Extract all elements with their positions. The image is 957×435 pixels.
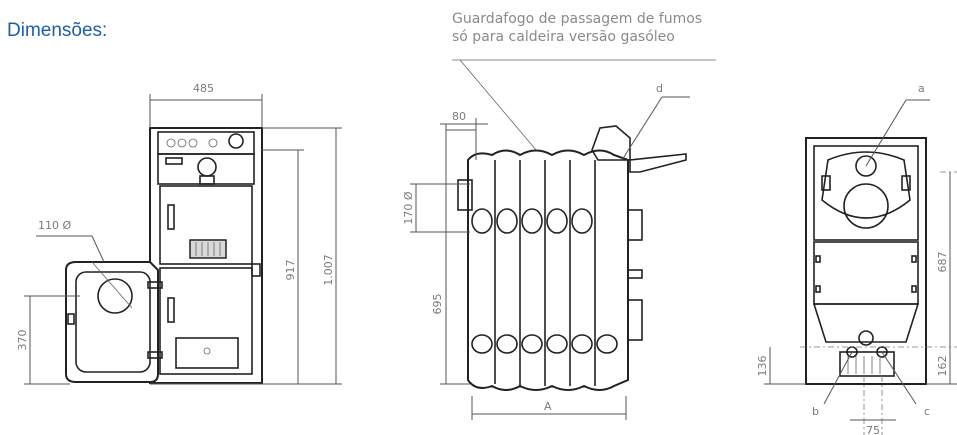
note-line-1: Guardafogo de passagem de fumos xyxy=(452,11,703,27)
note-line-2: só para caldeira versão gasóleo xyxy=(452,29,675,45)
height-687-label: 687 xyxy=(936,252,949,273)
page-title: Dimensões: xyxy=(7,20,108,41)
width-485-label: 485 xyxy=(193,82,214,95)
height-1007-label: 1.007 xyxy=(322,254,335,286)
spacing-75-label: 75 xyxy=(866,424,880,435)
connection-b-label: b xyxy=(812,405,819,418)
offset-80-label: 80 xyxy=(452,110,466,123)
height-695-label: 695 xyxy=(431,294,444,315)
connection-a-label: a xyxy=(918,82,925,95)
connection-c-label: c xyxy=(924,405,930,418)
front-view xyxy=(24,94,342,385)
flue-170-label: 170 Ø xyxy=(402,191,415,224)
height-370-label: 370 xyxy=(16,330,29,351)
back-view xyxy=(764,99,957,435)
flue-110-label: 110 Ø xyxy=(38,219,71,232)
connection-d-label: d xyxy=(656,82,663,95)
height-136-label: 136 xyxy=(756,356,769,377)
flue-guard-note: Guardafogo de passagem de fumos só para … xyxy=(452,10,702,46)
height-162-label: 162 xyxy=(936,356,949,377)
length-A-label: A xyxy=(544,400,552,413)
side-view xyxy=(410,96,690,420)
height-917-label: 917 xyxy=(284,260,297,281)
